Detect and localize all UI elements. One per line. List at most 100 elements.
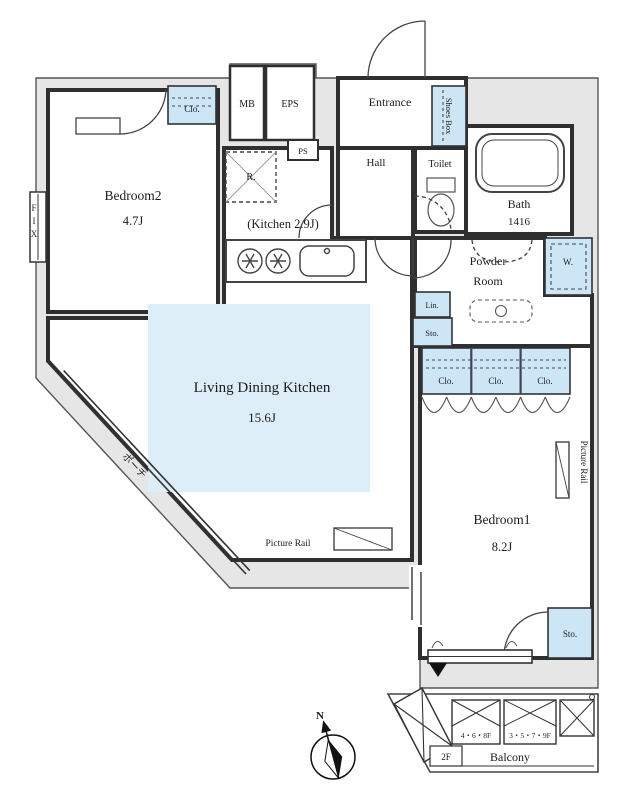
burner-star-icon: [242, 253, 258, 269]
linen-box: [414, 291, 451, 318]
hall-ldk-door: [374, 237, 414, 277]
shoes-box-label: Shoes Box: [444, 98, 454, 135]
picture-rail-ldk-symbol: [333, 527, 393, 551]
balcony-label: Balcony: [490, 750, 530, 764]
washer-box: [544, 237, 593, 296]
washer-unit: [550, 243, 587, 290]
bathtub-outer: [475, 133, 565, 193]
toilet-bowl: [427, 193, 455, 227]
shoes-box: [431, 85, 467, 147]
hall-ldk-door-arc: [374, 237, 414, 277]
level-2f-box: [429, 745, 463, 767]
fixtures: [225, 133, 570, 551]
bedroom1-sliding-leaves: [411, 567, 422, 625]
picture-rail-bedroom1-diag: [555, 441, 570, 499]
fix-window-label: FIX: [29, 203, 39, 242]
closet-row-box: [421, 347, 571, 395]
sink-basin: [299, 245, 355, 277]
eps-label: EPS: [281, 99, 298, 110]
closet-dividers: [470, 348, 522, 394]
balcony-drain-icon: [589, 694, 595, 700]
storage-detail-lines: [172, 90, 587, 394]
bedroom2-door: [75, 89, 167, 135]
shaft-mb: [228, 64, 266, 142]
bath-size-label: 1416: [508, 216, 531, 228]
burner-star-icon: [270, 253, 286, 269]
porch-window-lines: [59, 370, 251, 575]
doors: [75, 20, 571, 657]
ldk-size-label: 15.6J: [248, 410, 276, 425]
bedroom1-name-label: Bedroom1: [474, 512, 531, 527]
floors-a-label: 4・6・8F: [461, 731, 491, 740]
level-2f-label: 2F: [441, 752, 451, 762]
bedroom2-door-arc: [119, 89, 167, 135]
toilet-label: Toilet: [428, 159, 451, 170]
slope-box-cross: [393, 687, 453, 763]
bedroom1-storage-label: Sto.: [563, 629, 577, 639]
refrigerator-label: R.: [246, 172, 255, 183]
closet2-label: Clo.: [488, 376, 503, 386]
powder-line1-label: Powder: [470, 254, 507, 268]
entrance-door: [367, 20, 426, 79]
fix-window: [29, 191, 47, 263]
balcony-hatch-box-c: [559, 699, 595, 737]
compass-circle: [310, 734, 356, 780]
bedroom1-size-label: 8.2J: [492, 540, 513, 554]
picture-rail-bedroom1-label: Picture Rail: [579, 441, 589, 484]
room-bedroom1: [418, 344, 594, 660]
hall-storage-label: Sto.: [425, 328, 438, 338]
compass-arrowhead-icon: [321, 720, 332, 734]
floors-b-label: 3・5・7・9F: [509, 731, 551, 740]
washer-label: W.: [563, 257, 573, 267]
compass: N: [310, 710, 356, 780]
entrance-label: Entrance: [369, 95, 412, 109]
hall-label: Hall: [367, 157, 386, 169]
picture-rail-ldk-diag: [333, 527, 393, 551]
hatch-box-c-lines: [559, 699, 595, 737]
shaft-ps: [287, 139, 319, 161]
vanity-sink: [469, 299, 533, 323]
hatch-box-b-lines: [503, 699, 557, 727]
kitchen-sink: [299, 245, 355, 277]
balcony-hatch-box-a: [451, 699, 501, 745]
toilet-tank: [426, 177, 456, 193]
bedroom1-storage-door-arc: [503, 611, 549, 657]
linen-label: Lin.: [425, 301, 438, 310]
closet1-label: Clo.: [438, 376, 453, 386]
bathtub: [475, 133, 565, 193]
balcony-hatch-box-b: [503, 699, 557, 745]
vanity-counter: [469, 299, 533, 323]
picture-rail-ldk-label: Picture Rail: [265, 539, 310, 549]
burner-icon: [237, 248, 263, 274]
closet3-label: Clo.: [537, 376, 552, 386]
closet-folding-doors: [421, 396, 571, 414]
entry-direction-marker: [429, 663, 447, 677]
compass-needle-group: [321, 720, 343, 779]
toilet-door-arc: [414, 195, 452, 233]
toilet-fixture: [426, 177, 456, 227]
powder-door-arc: [412, 239, 452, 279]
entrance-door-arc: [367, 20, 426, 79]
bedroom1-window-stoppers: [431, 641, 518, 649]
bedroom2-size-label: 4.7J: [123, 214, 144, 228]
bedroom1-sliding-door: [409, 565, 423, 627]
balcony-items: [393, 687, 595, 767]
bathtub-inner: [481, 139, 559, 187]
sink-faucet-icon: [323, 247, 331, 255]
ldk-name-label: Living Dining Kitchen: [194, 380, 331, 396]
kitchen-hall-door-arc: [298, 204, 333, 239]
closet-row-rail: [426, 359, 566, 369]
closet-bedroom2-rail: [172, 97, 212, 107]
stove-burners: [237, 248, 291, 274]
mb-label: MB: [239, 99, 255, 110]
refrigerator-cross: [225, 151, 277, 203]
storage-boxes: [167, 85, 593, 659]
closet-bedroom2-box: [167, 85, 217, 125]
refrigerator-outline: [225, 151, 277, 203]
powder-line2-label: Room: [473, 274, 503, 288]
closet-bedroom2-label: Clo.: [184, 104, 199, 114]
bath-name-label: Bath: [508, 197, 531, 211]
compass-north-label: N: [316, 710, 324, 722]
